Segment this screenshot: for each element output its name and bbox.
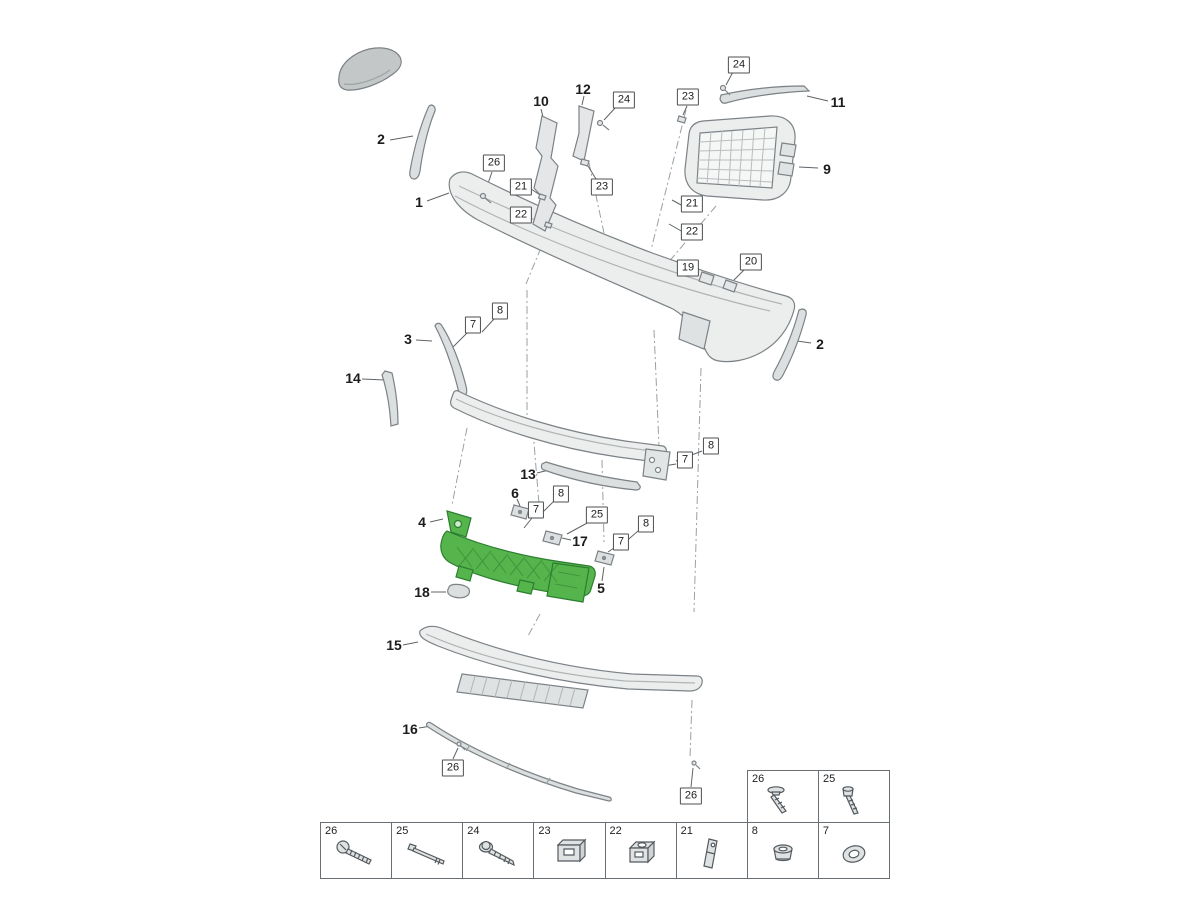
legend-table-top: 26 25 bbox=[747, 770, 890, 823]
callout-fastener-26-bumper[interactable]: 26 bbox=[482, 154, 506, 172]
callout-fastener-22-left[interactable]: 22 bbox=[509, 206, 533, 224]
legend-cell-25[interactable]: 25 bbox=[392, 823, 464, 878]
part-18-clip[interactable] bbox=[446, 583, 471, 599]
legend-cell-top-26[interactable]: 26 bbox=[748, 771, 819, 823]
callout-fastener-23-right[interactable]: 23 bbox=[676, 88, 700, 106]
callout-fastener-8-band[interactable]: 8 bbox=[702, 437, 720, 455]
callout-fastener-25[interactable]: 25 bbox=[585, 506, 609, 524]
callout-fastener-26-part16[interactable]: 26 bbox=[441, 759, 465, 777]
screw-icon bbox=[336, 840, 372, 865]
part-1-lower-band[interactable] bbox=[450, 390, 671, 481]
callout-fastener-8-part3[interactable]: 8 bbox=[491, 302, 509, 320]
legend-cell-22[interactable]: 22 bbox=[606, 823, 677, 878]
legend-cell-23[interactable]: 23 bbox=[534, 823, 606, 878]
part-13-strip[interactable] bbox=[540, 461, 641, 491]
part-6-clip-dot bbox=[517, 509, 523, 515]
construction-lines bbox=[451, 109, 717, 759]
part-car-roof-silhouette[interactable] bbox=[338, 47, 402, 91]
legend-cell-8[interactable]: 8 bbox=[748, 823, 819, 878]
legend-num: 25 bbox=[396, 825, 409, 837]
part-9-grille-assembly[interactable] bbox=[684, 115, 797, 201]
bracket-icon bbox=[702, 838, 718, 869]
callout-fastener-21-left[interactable]: 21 bbox=[509, 178, 533, 196]
callout-part-2-left[interactable]: 2 bbox=[377, 131, 385, 147]
clamp-icon bbox=[556, 838, 587, 863]
callout-fastener-24-right[interactable]: 24 bbox=[727, 56, 751, 74]
part-4-impact-carrier[interactable] bbox=[440, 510, 596, 603]
callout-part-5[interactable]: 5 bbox=[597, 580, 605, 596]
legend-cell-7[interactable]: 7 bbox=[819, 823, 889, 878]
callout-fastener-21-right[interactable]: 21 bbox=[680, 195, 704, 213]
part-2-left-trim[interactable] bbox=[409, 104, 436, 180]
callout-part-17[interactable]: 17 bbox=[572, 533, 588, 549]
legend-num: 25 bbox=[823, 773, 836, 785]
callout-part-9[interactable]: 9 bbox=[823, 161, 831, 177]
callout-part-16[interactable]: 16 bbox=[402, 721, 418, 737]
legend-num: 24 bbox=[467, 825, 480, 837]
part-1-edge-line bbox=[458, 185, 783, 305]
callout-fastener-24-mid[interactable]: 24 bbox=[612, 91, 636, 109]
legend-num: 22 bbox=[609, 825, 622, 837]
push-rivet-icon bbox=[767, 786, 787, 814]
callout-part-14[interactable]: 14 bbox=[345, 370, 361, 386]
part-1-edge-line2 bbox=[454, 195, 771, 312]
part-11-strip[interactable] bbox=[719, 85, 811, 104]
callout-part-6[interactable]: 6 bbox=[511, 485, 519, 501]
nut-icon bbox=[773, 844, 793, 861]
part-17-clip-dot bbox=[549, 535, 555, 541]
callout-part-4[interactable]: 4 bbox=[418, 514, 426, 530]
callout-part-15[interactable]: 15 bbox=[386, 637, 402, 653]
callout-fastener-7-part5[interactable]: 7 bbox=[612, 533, 630, 551]
callout-fastener-7-part3[interactable]: 7 bbox=[464, 316, 482, 334]
part-3-strip[interactable] bbox=[434, 322, 468, 396]
part-shapes bbox=[338, 47, 811, 802]
callout-fastener-23-mid[interactable]: 23 bbox=[590, 178, 614, 196]
legend-num: 7 bbox=[822, 825, 829, 837]
legend-cell-26[interactable]: 26 bbox=[321, 823, 393, 878]
tapping-screw-icon bbox=[479, 840, 516, 866]
callout-part-1[interactable]: 1 bbox=[415, 194, 423, 210]
part-1-sensor-cutout bbox=[678, 311, 711, 350]
callout-fastener-7-band[interactable]: 7 bbox=[676, 451, 694, 469]
callout-part-13[interactable]: 13 bbox=[520, 466, 536, 482]
callout-fastener-26-bottom[interactable]: 26 bbox=[679, 787, 703, 805]
part-2-right-trim[interactable] bbox=[772, 308, 807, 381]
bolt-icon bbox=[842, 786, 859, 815]
part-car-roof-detail bbox=[343, 69, 391, 85]
callout-fastener-8-part5[interactable]: 8 bbox=[637, 515, 655, 533]
cage-nut-icon bbox=[628, 840, 656, 864]
legend-num: 8 bbox=[751, 825, 758, 837]
part-12-bracket[interactable] bbox=[572, 105, 595, 162]
legend-num: 26 bbox=[752, 773, 765, 785]
part-10-bracket[interactable] bbox=[532, 115, 559, 232]
callout-part-3[interactable]: 3 bbox=[404, 331, 412, 347]
legend-cell-top-25[interactable]: 25 bbox=[819, 771, 889, 823]
callout-part-2-right[interactable]: 2 bbox=[816, 336, 824, 352]
callout-fastener-8-part6[interactable]: 8 bbox=[552, 485, 570, 503]
fastener-marks bbox=[456, 84, 738, 770]
callout-part-10[interactable]: 10 bbox=[533, 93, 549, 109]
callout-part-11[interactable]: 11 bbox=[830, 94, 846, 110]
legend-cell-24[interactable]: 24 bbox=[463, 823, 535, 878]
callout-fastener-7-part6[interactable]: 7 bbox=[527, 501, 545, 519]
legend-cell-21[interactable]: 21 bbox=[677, 823, 748, 878]
pin-rivet-icon bbox=[407, 843, 445, 865]
grommet-icon bbox=[842, 844, 866, 863]
part-16-strip[interactable] bbox=[425, 721, 612, 802]
part-14-strip[interactable] bbox=[381, 370, 399, 427]
part-5-clip-dot bbox=[601, 555, 607, 561]
legend-num: 21 bbox=[680, 825, 693, 837]
part-15-spoiler[interactable] bbox=[419, 625, 703, 709]
legend-table-bottom: 26 25 24 bbox=[320, 822, 890, 879]
callout-part-18[interactable]: 18 bbox=[414, 584, 430, 600]
legend-num: 23 bbox=[538, 825, 551, 837]
callout-part-12[interactable]: 12 bbox=[575, 81, 591, 97]
callout-fastener-19[interactable]: 19 bbox=[676, 259, 700, 277]
legend-num: 26 bbox=[325, 825, 338, 837]
callout-fastener-20[interactable]: 20 bbox=[739, 253, 763, 271]
callout-fastener-22-right[interactable]: 22 bbox=[680, 223, 704, 241]
